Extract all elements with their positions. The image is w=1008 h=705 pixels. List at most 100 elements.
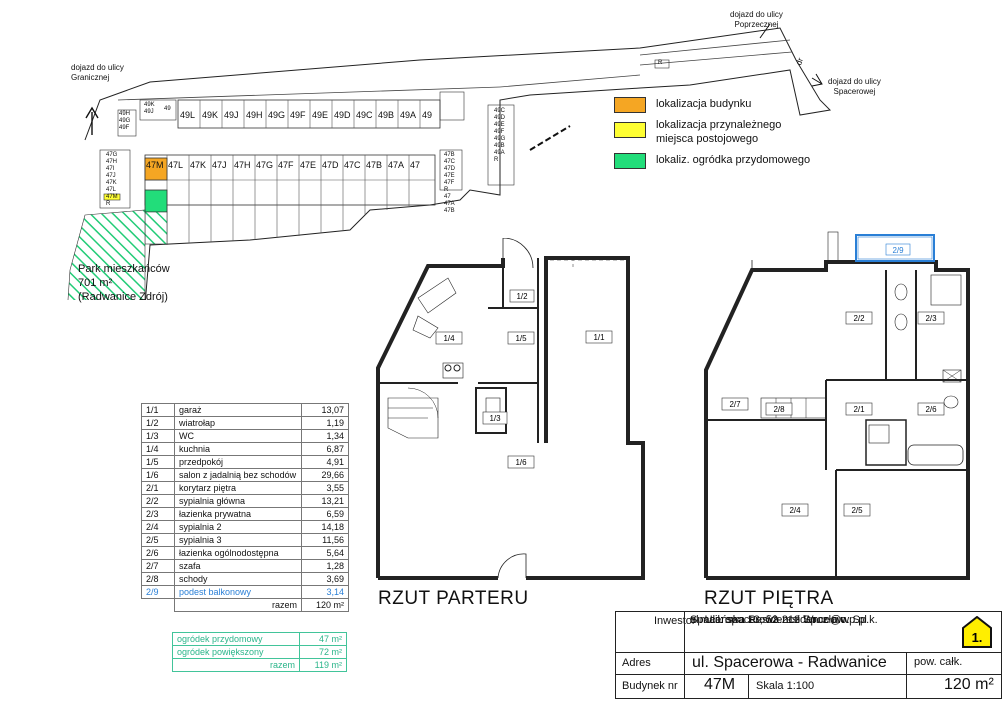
room-name: WC: [174, 429, 302, 443]
room-area: 1,28: [301, 559, 349, 573]
parking-label: 49K: [144, 102, 155, 108]
road-label-line: Spacerowej: [833, 87, 876, 96]
room-label-1-6: 1/6: [515, 458, 527, 467]
parking-label: 47A: [444, 201, 455, 207]
room-no: 1/6: [141, 468, 175, 482]
garden-47m-extended: [144, 211, 168, 245]
room-area: 3,55: [301, 481, 349, 495]
room-name: łazienka prywatna: [174, 507, 302, 521]
parking-label: 49G: [119, 118, 131, 124]
parking-label: 49H: [119, 111, 131, 117]
parking-label: 47M: [106, 194, 118, 200]
small-top-labels-2: 49K 49J: [144, 102, 155, 116]
garage-label: 49H: [246, 110, 263, 120]
parking-label: 49F: [119, 125, 130, 131]
logo-badge-text: 1.: [972, 630, 983, 645]
garage-label: 49: [422, 110, 433, 120]
upper-floor-plan: 2/9 2/2 2/3 2/7 2/8 2/1 2/6 2/4 2/5: [704, 231, 970, 580]
garage-label: 49J: [224, 110, 239, 120]
room-area: 1,19: [301, 416, 349, 430]
ground-floor-title: RZUT PARTERU: [378, 588, 529, 609]
room-name: podest balkonowy: [174, 585, 302, 599]
title-block-divider: [616, 674, 1001, 675]
room-no: 2/6: [141, 546, 175, 560]
upper-floor-title: RZUT PIĘTRA: [704, 588, 834, 609]
room-label-2-9: 2/9: [892, 246, 904, 255]
room-name: kuchnia: [174, 442, 302, 456]
building-47m-highlight: [144, 157, 168, 181]
garage-label: 47F: [278, 160, 294, 170]
room-name: korytarz piętra: [174, 481, 302, 495]
garage-label: 47D: [322, 160, 339, 170]
parking-label: 49J: [144, 109, 154, 115]
arrow-spacerowej: [811, 73, 823, 87]
parking-label: 49F: [494, 129, 505, 135]
parking-label: 47G: [106, 152, 118, 158]
house-logo-icon: 1.: [962, 615, 992, 648]
garage-label: 47M: [146, 160, 164, 170]
site-plan: [67, 23, 832, 300]
room-label-2-5: 2/5: [851, 506, 863, 515]
investor-label: Inwestor: [654, 615, 696, 627]
room-name: wiatrołap: [174, 416, 302, 430]
road-poprzecznej-label: dojazd do ulicy Poprzecznej: [730, 10, 783, 30]
room-no: 2/4: [141, 520, 175, 534]
garage-label: 47C: [344, 160, 361, 170]
title-block-divider: [906, 652, 907, 698]
room-area: 3,69: [301, 572, 349, 586]
scale-value: Skala 1:100: [756, 680, 815, 692]
title-block: Inwestor Spacerowa Residence Sp. z o.o. …: [615, 611, 1002, 699]
park-name: Park mieszkańców: [78, 263, 170, 275]
parking-label: 49C: [494, 108, 506, 114]
garage-label: 47B: [366, 160, 383, 170]
parking-label: 47F: [444, 180, 455, 186]
room-name: przedpokój: [174, 455, 302, 469]
parking-label: 49B: [494, 143, 505, 149]
parking-label: 47B: [444, 208, 455, 214]
room-area: 6,59: [301, 507, 349, 521]
room-label-2-1: 2/1: [853, 405, 865, 414]
garage-label: 49E: [312, 110, 329, 120]
park-area: [67, 209, 146, 300]
title-block-divider: [748, 674, 749, 698]
room-name: łazienka ogólnodostępna: [174, 546, 302, 560]
garage-label: 49C: [356, 110, 373, 120]
parking-label: 47H: [106, 159, 118, 165]
parking-label: 49A: [494, 150, 505, 156]
parking-label: 47E: [444, 173, 455, 179]
address-value: ul. Spacerowa - Radwanice: [692, 654, 887, 671]
site-outline: [84, 27, 832, 300]
garage-label: 47L: [168, 160, 184, 170]
room-area: 13,07: [301, 403, 349, 417]
room-no: 1/3: [141, 429, 175, 443]
road-label-line: dojazd do ulicy: [71, 63, 124, 72]
investor-line: ul. Ułańska 13, 52-213 Wrocław: [690, 614, 846, 626]
garage-label: 47G: [256, 160, 274, 170]
garage-label: 49K: [202, 110, 219, 120]
garden-area: 72 m²: [299, 645, 347, 659]
room-name: salon z jadalnią bez schodów: [174, 468, 302, 482]
garage-label: 49B: [378, 110, 395, 120]
room-area: 11,56: [301, 533, 349, 547]
garden-area: 119 m²: [299, 658, 347, 672]
room-name: garaż: [174, 403, 302, 417]
garage-label: 49D: [334, 110, 351, 120]
title-block-divider: [684, 612, 685, 698]
room-area: 6,87: [301, 442, 349, 456]
room-no: 2/9: [141, 585, 175, 599]
